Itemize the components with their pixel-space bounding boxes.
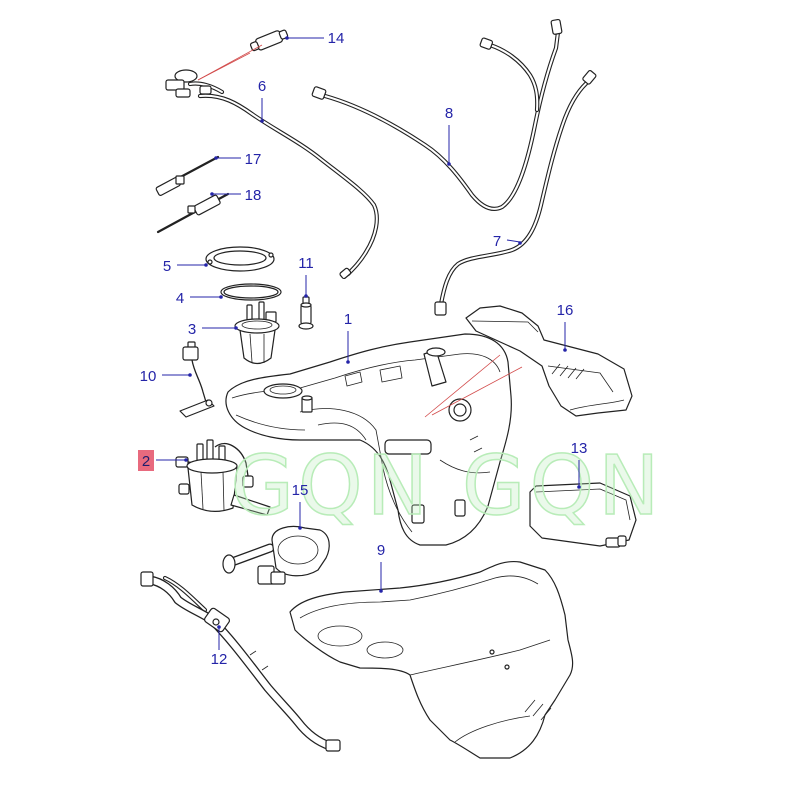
callout-label: 12 [211, 651, 228, 668]
callout-6: 6 [258, 78, 266, 123]
part-17-drawing [155, 155, 220, 196]
part-11-drawing [298, 296, 314, 330]
callout-label: 6 [258, 78, 266, 95]
callout-14: 14 [285, 30, 344, 47]
callout-label: 16 [557, 302, 574, 319]
callout-12: 12 [211, 625, 228, 668]
callout-3: 3 [188, 321, 238, 338]
callout-4: 4 [176, 290, 223, 307]
callout-16: 16 [557, 302, 574, 352]
part-1-pointer [431, 366, 523, 416]
callout-13: 13 [571, 440, 588, 489]
part-2-drawing [175, 439, 271, 516]
callout-label: 1 [344, 311, 352, 328]
callout-17: 17 [214, 151, 261, 168]
callout-label: 15 [292, 482, 309, 499]
callout-label: 2 [142, 453, 150, 470]
part-12-drawing [140, 571, 341, 752]
callout-11: 11 [298, 255, 314, 298]
part-3-drawing [234, 301, 280, 365]
part-10-drawing [179, 341, 215, 418]
callout-label: 7 [493, 233, 501, 250]
callout-15: 15 [292, 482, 309, 530]
part-16-drawing [465, 305, 633, 417]
callout-label: 11 [298, 255, 314, 272]
callout-9: 9 [377, 542, 385, 593]
callout-18: 18 [210, 187, 261, 204]
part-18-drawing [156, 192, 230, 234]
part-6-drawing [197, 93, 379, 280]
callout-1: 1 [344, 311, 352, 364]
callout-10: 10 [140, 368, 192, 385]
callout-label: 10 [140, 368, 157, 385]
callout-label: 3 [188, 321, 196, 338]
callout-label: 4 [176, 290, 184, 307]
part-1-drawing [225, 333, 512, 546]
part-4-drawing [220, 283, 282, 301]
callout-label: 9 [377, 542, 385, 559]
part-7-drawing [434, 70, 597, 316]
callout-7: 7 [493, 233, 522, 250]
part-14-drawing [165, 29, 289, 98]
part-13-drawing [529, 482, 637, 548]
callout-8: 8 [445, 105, 453, 166]
callout-label: 18 [245, 187, 262, 204]
callout-label: 8 [445, 105, 453, 122]
part-9-drawing [289, 560, 574, 759]
callout-2-highlight-box [138, 450, 154, 471]
callout-5: 5 [163, 258, 208, 275]
callout-label: 14 [328, 30, 345, 47]
part-14-pointer [197, 44, 263, 81]
part-5-drawing [205, 246, 275, 272]
part-15-drawing [222, 525, 330, 585]
callout-label: 13 [571, 440, 588, 457]
callout-2: 2 [138, 450, 188, 471]
watermark: GQN GQN [231, 439, 664, 534]
part-1-pointer [424, 354, 501, 418]
callout-label: 5 [163, 258, 171, 275]
part-8-drawing [311, 18, 563, 212]
callout-label: 17 [245, 151, 262, 168]
